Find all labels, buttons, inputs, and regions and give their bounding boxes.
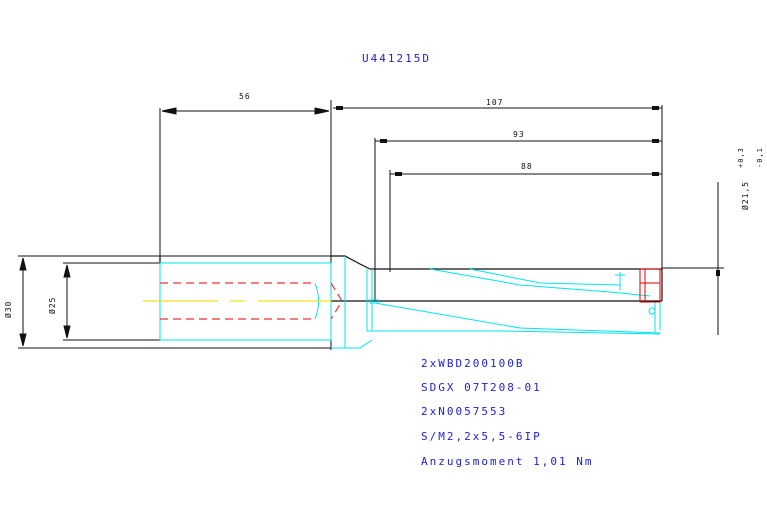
- dimension-label-56: 56: [239, 92, 251, 101]
- note-4: S/M2,2x5,5-6IP: [421, 430, 542, 443]
- dimension-label-88: 88: [521, 162, 533, 171]
- dimension-label-tol-lower: -0,1: [756, 147, 764, 168]
- dimension-label-shank-diameter: Ø30: [4, 300, 13, 318]
- dimension-label-drill-diameter: Ø21,5: [741, 180, 750, 210]
- dimension-shank-diameter: [18, 255, 331, 349]
- dimension-shank-length: [159, 100, 332, 350]
- dimension-neck-diameter: [63, 262, 160, 341]
- hidden-geometry: [159, 256, 661, 349]
- dimension-length-88: [389, 170, 662, 272]
- dimension-label-93: 93: [513, 130, 525, 139]
- dimension-overall-length: [333, 105, 663, 272]
- insert: [639, 268, 661, 303]
- tool-body-outline: [159, 255, 663, 302]
- drawing-title: U441215D: [362, 52, 431, 65]
- dimension-label-tol-upper: +0,3: [737, 147, 745, 168]
- note-3: 2xN0057553: [421, 405, 508, 418]
- dimension-length-93: [374, 138, 662, 300]
- note-1: 2xWBD200100B: [421, 357, 525, 370]
- dimension-label-neck-diameter: Ø25: [48, 296, 57, 314]
- dimension-drill-diameter: [662, 182, 724, 335]
- dimension-label-107: 107: [486, 98, 504, 107]
- coolant-bore: [160, 282, 343, 320]
- note-5: Anzugsmoment 1,01 Nm: [421, 455, 594, 468]
- note-2: SDGX 07T208-01: [421, 381, 542, 394]
